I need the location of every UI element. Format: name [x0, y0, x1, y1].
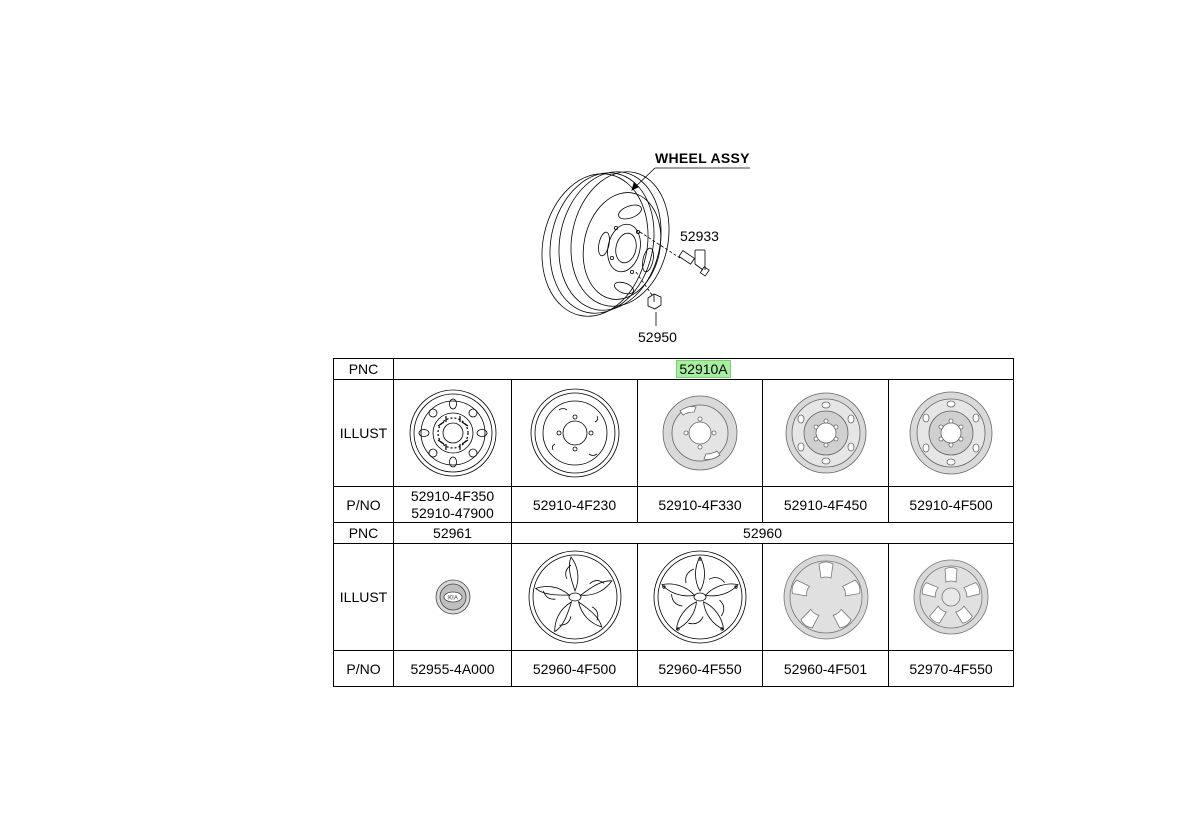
steel-wheel-plain-icon — [530, 388, 619, 478]
row-label-illust: ILLUST — [333, 543, 394, 651]
row-label-pnc: PNC — [333, 522, 394, 544]
part-number[interactable]: 52970-4F550 — [909, 660, 993, 677]
part-number[interactable]: 52960-4F501 — [783, 660, 868, 677]
pno-cell[interactable]: 52955-4A000 — [393, 650, 512, 687]
table-row: PNC 52910A — [333, 358, 1015, 380]
row-label-illust: ILLUST — [333, 379, 394, 487]
part-number[interactable]: 52960-4F550 — [658, 660, 742, 677]
part-number[interactable]: 52910-4F330 — [658, 496, 742, 513]
steel-wheel-gray-4hole-icon — [662, 395, 738, 471]
illust-cell[interactable] — [637, 543, 763, 651]
row-label-pno: P/NO — [333, 650, 394, 687]
center-cap-icon: KIA — [435, 579, 470, 615]
pno-cell[interactable]: 52910-4F350 52910-47900 — [393, 486, 512, 523]
illust-cell[interactable] — [511, 543, 638, 651]
part-number[interactable]: 52910-4F500 — [909, 496, 993, 513]
wheel-drawing-icon — [541, 167, 750, 326]
pno-cell[interactable]: 52910-4F330 — [637, 486, 763, 523]
wheel-assembly-diagram: WHEEL ASSY 52933 52950 — [520, 140, 780, 355]
illust-cell[interactable] — [762, 543, 889, 651]
illust-cell[interactable] — [511, 379, 638, 487]
illust-cell[interactable]: KIA — [393, 543, 512, 651]
pno-cell[interactable]: 52910-4F500 — [887, 486, 1015, 523]
table-row: ILLUST — [333, 379, 1015, 487]
parts-table: PNC 52910A ILLUST — [333, 358, 1015, 687]
pnc-cell[interactable]: 52961 — [393, 522, 512, 544]
callout-nut: 52950 — [638, 329, 677, 345]
svg-text:KIA: KIA — [448, 596, 458, 602]
callout-valve: 52933 — [680, 228, 719, 244]
row-label-pno: P/NO — [333, 486, 394, 523]
part-number[interactable]: 52955-4A000 — [410, 660, 495, 677]
illust-cell[interactable] — [393, 379, 512, 487]
diagram-title: WHEEL ASSY — [655, 150, 750, 166]
part-number[interactable]: 52910-4F230 — [532, 496, 617, 513]
table-row: PNC 52961 52960 — [333, 522, 1015, 544]
wheel-cover-line-icon — [528, 550, 621, 644]
pno-cell[interactable]: 52960-4F501 — [762, 650, 889, 687]
illust-cell[interactable] — [887, 379, 1015, 487]
steel-wheel-gray-6hole-icon — [909, 391, 993, 475]
part-number[interactable]: 52910-47900 — [411, 504, 494, 521]
illust-cell[interactable] — [887, 543, 1015, 651]
pno-cell[interactable]: 52960-4F500 — [511, 650, 638, 687]
pno-cell[interactable]: 52910-4F230 — [511, 486, 638, 523]
pno-cell[interactable]: 52910-4F450 — [762, 486, 889, 523]
illust-cell[interactable] — [637, 379, 763, 487]
row-label-pnc: PNC — [333, 358, 394, 380]
illust-cell[interactable] — [762, 379, 889, 487]
wheel-cover-gray-icon — [913, 559, 989, 635]
part-number[interactable]: 52910-4F450 — [783, 496, 868, 513]
table-row: P/NO 52955-4A000 52960-4F500 52960-4F550… — [333, 650, 1015, 687]
pno-cell[interactable]: 52960-4F550 — [637, 650, 763, 687]
pnc-cell[interactable]: 52960 — [510, 522, 1015, 544]
part-number[interactable]: 52960-4F500 — [532, 660, 617, 677]
wheel-cover-gray-icon — [783, 554, 868, 640]
wheel-cover-line-icon — [653, 550, 747, 644]
pnc-cell[interactable]: 52910A — [392, 358, 1015, 380]
steel-wheel-slotted-icon — [409, 389, 496, 477]
table-row: P/NO 52910-4F350 52910-47900 52910-4F230… — [333, 486, 1015, 523]
table-row: ILLUST KIA — [333, 543, 1015, 651]
pno-cell[interactable]: 52970-4F550 — [887, 650, 1015, 687]
steel-wheel-gray-6hole-icon — [785, 392, 866, 474]
part-number[interactable]: 52910-4F350 — [410, 487, 495, 504]
pnc-highlight[interactable]: 52910A — [676, 360, 731, 378]
